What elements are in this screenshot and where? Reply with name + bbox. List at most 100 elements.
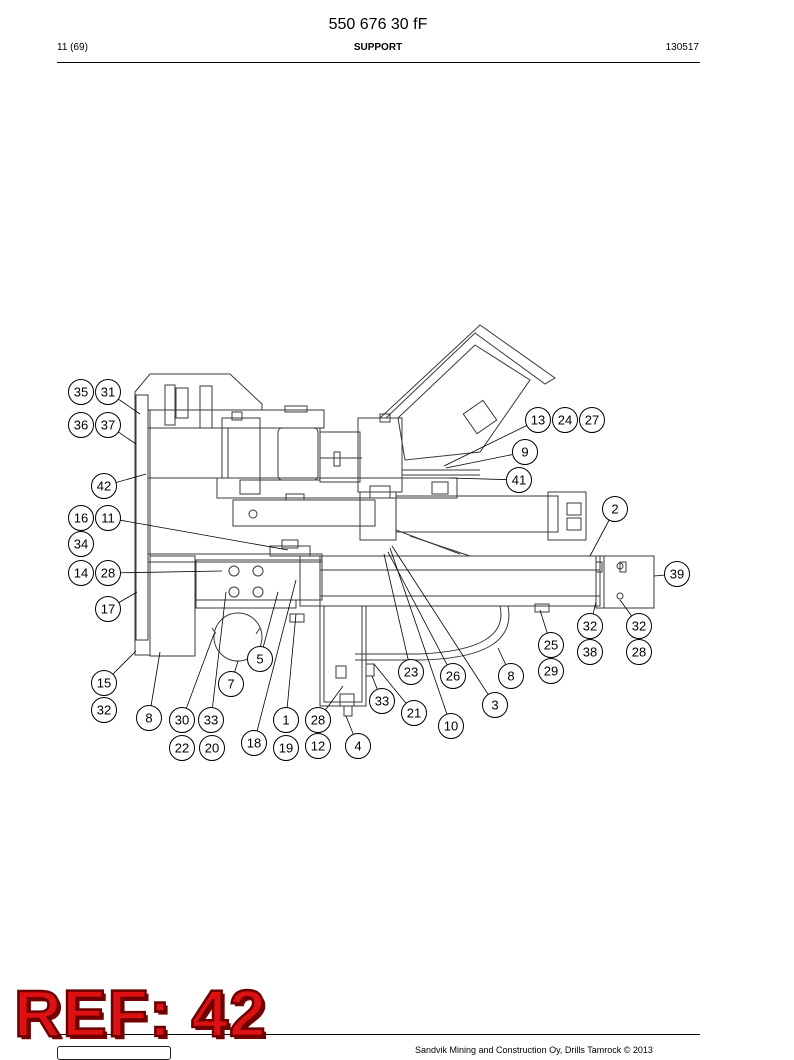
callout-number: 35 — [74, 385, 88, 400]
document-number: 550 676 30 fF — [328, 16, 428, 33]
callout-balloon: 32 — [577, 613, 603, 639]
callout-balloon: 34 — [68, 531, 94, 557]
callout-balloon: 2 — [602, 496, 628, 522]
callout-number: 27 — [585, 413, 599, 428]
callout-number: 33 — [204, 713, 218, 728]
callout-balloon: 39 — [664, 561, 690, 587]
leader-line — [389, 547, 452, 727]
leader-line — [285, 613, 297, 721]
callout-number: 30 — [175, 713, 189, 728]
callout-number: 1 — [282, 713, 289, 728]
callout-balloon: 12 — [305, 733, 331, 759]
callout-number: 32 — [632, 619, 646, 634]
callout-number: 16 — [74, 511, 88, 526]
part-outlines — [134, 324, 655, 717]
callout-number: 19 — [279, 741, 293, 756]
leader-line — [445, 451, 526, 469]
callout-balloon: 22 — [169, 735, 195, 761]
callout-number: 10 — [444, 719, 458, 734]
callout-balloon: 27 — [579, 407, 605, 433]
callout-balloon: 33 — [198, 707, 224, 733]
callout-number: 22 — [175, 741, 189, 756]
callout-balloon: 14 — [68, 560, 94, 586]
callout-balloon: 37 — [95, 412, 121, 438]
callout-number: 7 — [227, 677, 234, 692]
callout-balloon: 32 — [91, 697, 117, 723]
callout-number: 23 — [404, 665, 418, 680]
callout-balloon: 24 — [552, 407, 578, 433]
callout-number: 3 — [491, 698, 498, 713]
callout-balloon: 23 — [398, 659, 424, 685]
callout-number: 15 — [97, 676, 111, 691]
callout-number: 20 — [205, 741, 219, 756]
callout-number: 33 — [375, 694, 389, 709]
callout-balloon: 5 — [247, 646, 273, 672]
leader-line — [391, 545, 496, 706]
copyright-text: Sandvik Mining and Construction Oy, Dril… — [415, 1045, 653, 1055]
leader-line — [443, 419, 539, 467]
callout-balloon: 41 — [506, 467, 532, 493]
callout-balloon: 16 — [68, 505, 94, 531]
leader-line — [107, 517, 289, 551]
callout-number: 11 — [101, 511, 115, 526]
callout-balloon: 30 — [169, 707, 195, 733]
callout-balloon: 1 — [273, 707, 299, 733]
callout-number: 24 — [558, 413, 572, 428]
callout-number: 32 — [583, 619, 597, 634]
callout-number: 39 — [670, 567, 684, 582]
callout-balloon: 28 — [95, 560, 121, 586]
callout-number: 41 — [512, 473, 526, 488]
callout-balloon: 8 — [498, 663, 524, 689]
callout-number: 29 — [544, 664, 558, 679]
header-rule — [57, 62, 700, 63]
page-number: 11 (69) — [57, 42, 88, 53]
callout-balloon: 17 — [95, 596, 121, 622]
callout-balloon: 35 — [68, 379, 94, 405]
callout-number: 28 — [101, 566, 115, 581]
callout-number: 32 — [97, 703, 111, 718]
callout-balloon: 26 — [440, 663, 466, 689]
callout-balloon: 33 — [369, 688, 395, 714]
callout-balloon: 28 — [305, 707, 331, 733]
callout-balloon: 25 — [538, 632, 564, 658]
callout-number: 5 — [256, 652, 263, 667]
callout-number: 25 — [544, 638, 558, 653]
callout-balloon: 19 — [273, 735, 299, 761]
callout-number: 9 — [521, 445, 528, 460]
callout-number: 26 — [446, 669, 460, 684]
callout-number: 36 — [74, 418, 88, 433]
callout-number: 2 — [611, 502, 618, 517]
callout-number: 4 — [354, 739, 361, 754]
leader-line — [253, 579, 297, 744]
callout-balloon: 32 — [626, 613, 652, 639]
callout-balloon: 18 — [241, 730, 267, 756]
leader-line — [210, 591, 227, 721]
callout-number: 8 — [145, 711, 152, 726]
callout-balloon: 7 — [218, 671, 244, 697]
leader-line — [383, 553, 412, 673]
callout-number: 28 — [311, 713, 325, 728]
callout-balloon: 11 — [95, 505, 121, 531]
callout-number: 31 — [101, 385, 115, 400]
footer-rule — [57, 1034, 700, 1035]
callout-balloon: 31 — [95, 379, 121, 405]
callout-balloon: 38 — [577, 639, 603, 665]
callout-balloon: 3 — [482, 692, 508, 718]
callout-number: 21 — [407, 706, 421, 721]
ref-stamp: REF: 42 — [13, 976, 267, 1050]
callout-balloon: 9 — [512, 439, 538, 465]
callout-balloon: 4 — [345, 733, 371, 759]
callout-number: 28 — [632, 645, 646, 660]
callout-number: 37 — [101, 418, 115, 433]
callout-number: 17 — [101, 602, 115, 617]
callout-number: 8 — [507, 669, 514, 684]
callout-number: 42 — [97, 479, 111, 494]
section-title: SUPPORT — [353, 42, 403, 53]
callout-number: 34 — [74, 537, 88, 552]
callout-number: 38 — [583, 645, 597, 660]
callout-balloon: 36 — [68, 412, 94, 438]
leader-line — [107, 570, 223, 574]
callout-number: 18 — [247, 736, 261, 751]
